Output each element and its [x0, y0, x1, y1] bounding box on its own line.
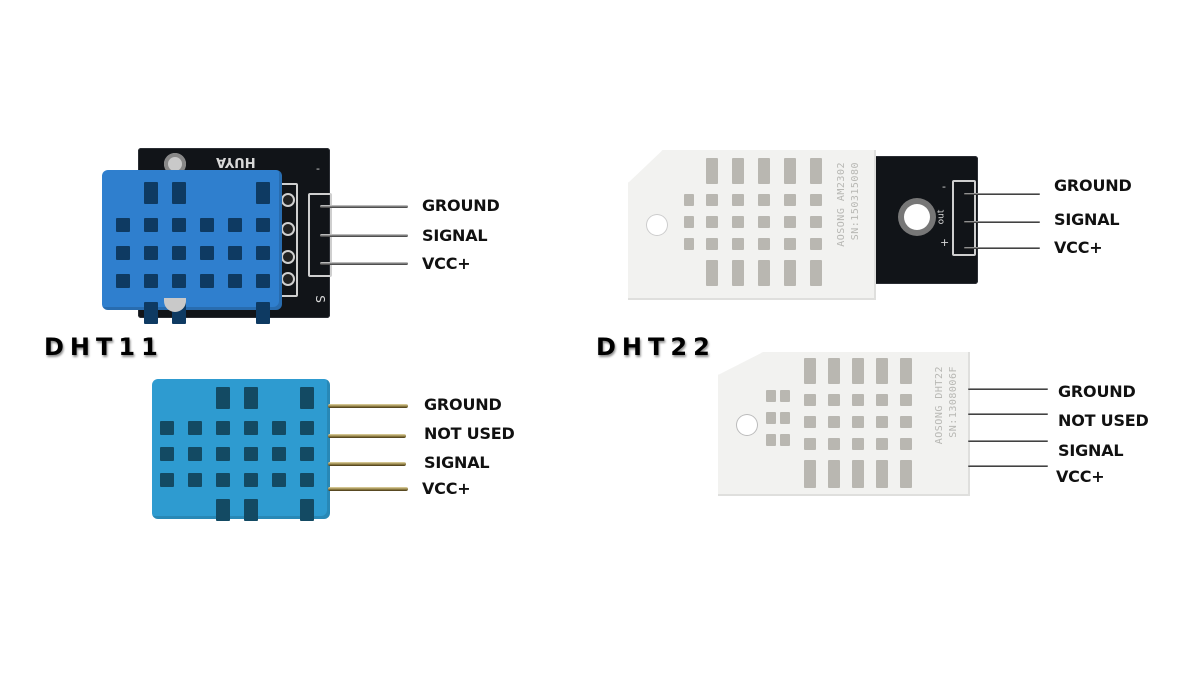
dht11-bare-sensor-body — [152, 379, 330, 521]
body-print-line-2: SN:1308006F — [948, 366, 959, 438]
dht22-module-label-signal: SIGNAL — [1054, 210, 1120, 229]
mounting-hole-bottom — [164, 298, 186, 312]
dht11-bare-label-vcc: VCC+ — [422, 479, 471, 498]
pin-not-used — [968, 413, 1048, 415]
pin-vcc — [320, 262, 408, 265]
dht22-bare-label-vcc: VCC+ — [1056, 467, 1105, 486]
pin-ground — [320, 205, 408, 208]
dht22-bare-label-ground: GROUND — [1058, 382, 1136, 401]
dht22-bare-sensor-body: AOSONG DHT22 SN:1308006F — [718, 352, 970, 496]
solder-pad — [281, 193, 295, 207]
pin-mark-minus: - — [316, 162, 320, 175]
solder-pad — [281, 222, 295, 236]
dht11-module-label-signal: SIGNAL — [422, 226, 488, 245]
pin-signal — [964, 221, 1040, 223]
side-vents — [684, 194, 694, 250]
vent-grid — [160, 387, 314, 521]
solder-pad — [281, 250, 295, 264]
pin-ground — [968, 388, 1048, 390]
vent-grid — [706, 158, 822, 286]
pin-mark-s: S — [312, 295, 327, 303]
body-print-line-1: AOSONG DHT22 — [934, 366, 945, 445]
dht11-bare-label-ground: GROUND — [424, 395, 502, 414]
pin-mark-plus: + — [940, 236, 950, 249]
body-print-line-2: SN:150315080 — [850, 162, 861, 241]
pcb-silkscreen: HUYA — [216, 154, 256, 169]
pin-ground — [328, 404, 408, 408]
dht22-module-label-vcc: VCC+ — [1054, 238, 1103, 257]
dht11-module-sensor-body — [102, 170, 282, 324]
pin-mark-out: out — [936, 209, 947, 225]
dht11-bare-label-not-used: NOT USED — [424, 424, 515, 443]
vent-grid — [116, 182, 270, 324]
dht22-bare-label-signal: SIGNAL — [1058, 441, 1124, 460]
pin-signal — [328, 462, 406, 466]
mounting-hole-top — [164, 153, 186, 175]
mounting-hole — [904, 204, 930, 230]
pin-ground — [964, 193, 1040, 195]
dht22-title: DHT22 — [596, 333, 716, 361]
pin-vcc — [964, 247, 1040, 249]
dht11-module-label-vcc: VCC+ — [422, 254, 471, 273]
dht22-module: - out + AOSONG AM2302 SN:150315080 — [628, 150, 1048, 310]
dht11-module: HUYA - S — [98, 148, 408, 324]
vent-grid — [804, 358, 912, 488]
pin-header-outline — [952, 180, 976, 256]
dht11-title: DHT11 — [44, 333, 164, 361]
pin-signal — [320, 234, 408, 237]
pin-signal — [968, 440, 1048, 442]
pin-vcc — [968, 465, 1048, 467]
dht22-module-label-ground: GROUND — [1054, 176, 1132, 195]
body-print-line-1: AOSONG AM2302 — [836, 162, 847, 247]
solder-pad — [281, 272, 295, 286]
dht11-module-label-ground: GROUND — [422, 196, 500, 215]
dht22-module-sensor-body: AOSONG AM2302 SN:150315080 — [628, 150, 876, 300]
pin-mark-minus: - — [942, 180, 946, 193]
pin-vcc — [328, 487, 408, 491]
dht22-bare-label-not-used: NOT USED — [1058, 411, 1149, 430]
pin-not-used — [328, 434, 406, 438]
hanging-hole — [736, 414, 758, 436]
side-vents — [766, 390, 790, 446]
dht11-bare-label-signal: SIGNAL — [424, 453, 490, 472]
hanging-hole — [646, 214, 668, 236]
